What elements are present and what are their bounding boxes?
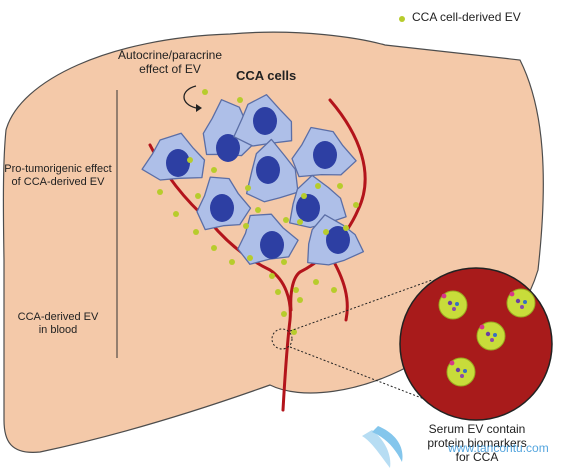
ev-dot: [281, 259, 287, 265]
ev-dot: [283, 217, 289, 223]
nucleus: [253, 107, 277, 135]
ev-dot: [301, 193, 307, 199]
serum-ev: [446, 357, 476, 387]
autocrine-arrow-icon: [183, 85, 208, 112]
ev-dot: [211, 245, 217, 251]
pro-tumorigenic-label: Pro-tumorigenic effect of CCA-derived EV: [0, 163, 116, 188]
nucleus: [326, 226, 350, 254]
cca-cell: [196, 176, 252, 231]
ev-dot: [331, 287, 337, 293]
nucleus: [296, 194, 320, 222]
serum-label: Serum EV contain protein biomarkers for …: [410, 422, 544, 464]
autocrine-label-line2: effect of EV: [139, 61, 201, 76]
cca-cell-cluster: [141, 94, 365, 266]
cca-cell: [233, 94, 293, 147]
pro-tumorigenic-line1: Pro-tumorigenic effect: [4, 163, 112, 175]
cca-cell: [245, 138, 299, 203]
ev-in-blood-label: CCA-derived EV in blood: [0, 311, 116, 336]
serum-label-line3: for CCA: [455, 449, 499, 464]
ev-in-blood-line2: in blood: [38, 323, 78, 336]
cca-cell: [307, 214, 365, 266]
ev-dot: [229, 259, 235, 265]
nucleus: [166, 149, 190, 177]
ev-dot: [297, 297, 303, 303]
ev-dot: [245, 185, 251, 191]
ev-dot: [315, 183, 321, 189]
ev-dot: [157, 189, 163, 195]
cca-cell: [237, 213, 299, 265]
zoom-line-bottom: [289, 346, 433, 403]
ev-dot: [255, 207, 261, 213]
ev-dot: [173, 211, 179, 217]
cca-cell: [141, 132, 206, 181]
ev-dot: [269, 273, 275, 279]
ev-dot: [291, 329, 297, 335]
serum-label-line1: Serum EV contain: [428, 422, 526, 436]
nucleus: [210, 194, 234, 222]
ev-dot: [195, 193, 201, 199]
legend-dot-icon: [399, 16, 405, 22]
autocrine-label: Autocrine/paracrine effect of EV: [100, 48, 240, 77]
zoom-line-top: [289, 279, 433, 332]
ev-dot: [211, 167, 217, 173]
serum-label-line2: protein biomarkers: [427, 435, 527, 450]
ev-dot: [281, 311, 287, 317]
ev-dot: [237, 97, 243, 103]
serum-ev: [438, 290, 468, 320]
zoom-source-circle: [271, 328, 293, 350]
nucleus: [216, 134, 240, 162]
serum-ev: [476, 321, 506, 351]
ev-dot: [343, 225, 349, 231]
watermark-logo-icon: [362, 426, 403, 468]
cca-cell: [291, 126, 357, 178]
ev-dot: [187, 157, 193, 163]
serum-ev: [506, 288, 536, 318]
ev-dot: [247, 255, 253, 261]
ev-dot: [193, 229, 199, 235]
watermark-text: www.tancontu.com: [448, 441, 549, 455]
ev-dot: [293, 287, 299, 293]
ev-dot: [323, 229, 329, 235]
cca-cells-label: CCA cells: [236, 68, 297, 83]
ev-dot: [353, 202, 359, 208]
blood-sample-circle: [399, 267, 553, 421]
cca-cell: [289, 174, 347, 229]
ev-dot: [243, 223, 249, 229]
pro-tumorigenic-line2: of CCA-derived EV: [11, 175, 105, 188]
nucleus: [313, 141, 337, 169]
ev-dot: [313, 279, 319, 285]
nucleus: [260, 231, 284, 259]
nucleus: [256, 156, 280, 184]
legend-label: CCA cell-derived EV: [412, 10, 521, 24]
ev-dots: [157, 97, 359, 335]
autocrine-label-line1: Autocrine/paracrine: [117, 48, 223, 62]
ev-dot: [337, 183, 343, 189]
ev-in-blood-line1: CCA-derived EV: [17, 311, 99, 323]
ev-dot: [297, 219, 303, 225]
serum-ev-particles: [438, 288, 536, 387]
ev-dot: [275, 289, 281, 295]
